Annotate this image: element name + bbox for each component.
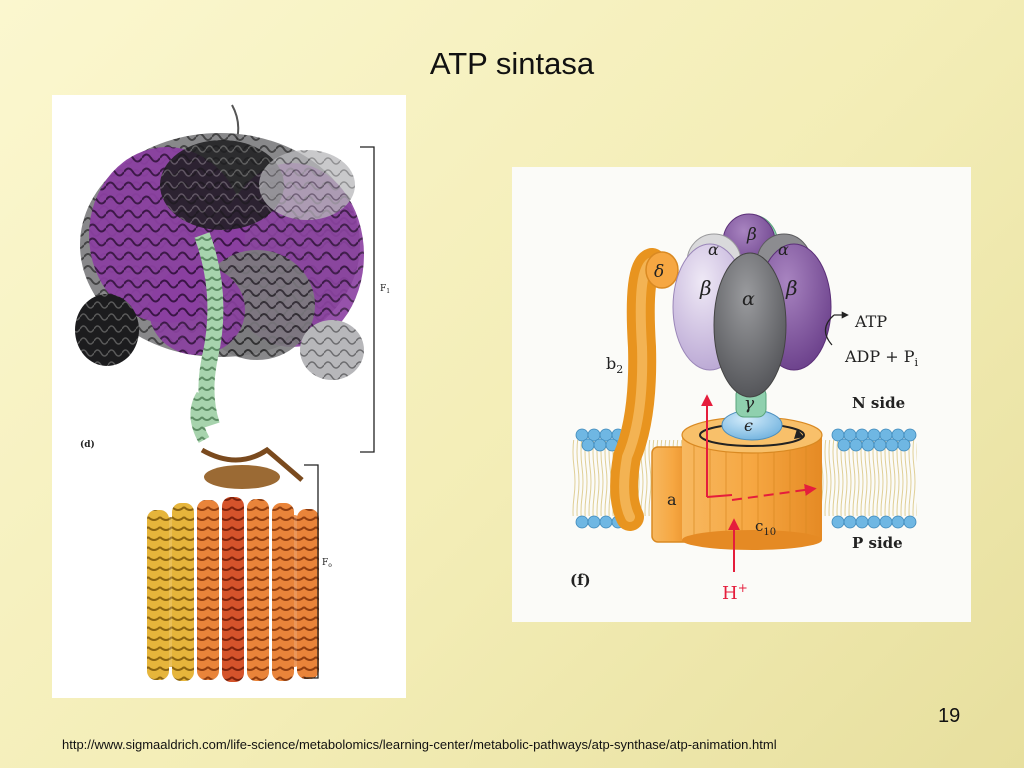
- slide-number: 19: [938, 705, 961, 727]
- label-delta: δ: [654, 262, 664, 282]
- f1-ribbon-head: [75, 104, 364, 443]
- label-proton: H+: [722, 581, 748, 604]
- structure-figure: F1 Fo (d): [52, 95, 406, 698]
- ribbon-structure-image: F1 Fo (d): [75, 104, 390, 682]
- f1-label: F1: [380, 284, 390, 295]
- label-adp-pi: ADP + Pi: [844, 347, 919, 369]
- label-beta-right: β: [785, 276, 798, 300]
- proton-path: [701, 394, 817, 572]
- label-p-side: P side: [852, 534, 903, 552]
- label-alpha-left: α: [708, 240, 719, 259]
- slide-title: ATP sintasa: [429, 46, 595, 81]
- schematic-figure: β α α β α β γ ϵ δ b2 a c10 ATP ADP + Pi …: [512, 167, 971, 622]
- panel-d-label: (d): [80, 439, 95, 450]
- panel-f-label: (f): [570, 571, 591, 589]
- label-beta-top: β: [746, 225, 757, 245]
- fo-bracket: [304, 464, 319, 679]
- alpha-subunit-front: [713, 252, 787, 398]
- f1-head: [672, 213, 832, 398]
- label-b2: b2: [606, 354, 623, 376]
- atp-synthase-schematic: β α α β α β γ ϵ δ b2 a c10 ATP ADP + Pi …: [570, 213, 919, 604]
- label-atp: ATP: [854, 312, 887, 331]
- delta-subunit: [645, 251, 679, 289]
- label-alpha-right: α: [778, 240, 789, 259]
- source-url-link[interactable]: http://www.sigmaaldrich.com/life-science…: [62, 737, 777, 752]
- label-alpha-front: α: [742, 288, 755, 310]
- f1-bracket: [360, 146, 375, 453]
- label-epsilon: ϵ: [744, 416, 753, 435]
- label-n-side: N side: [852, 394, 905, 412]
- label-c10: c10: [755, 517, 776, 538]
- label-gamma: γ: [744, 394, 755, 414]
- label-a: a: [667, 490, 677, 509]
- fo-ribbon-rotor: [147, 446, 319, 682]
- fo-label: Fo: [322, 558, 332, 569]
- label-beta-left: β: [699, 276, 712, 300]
